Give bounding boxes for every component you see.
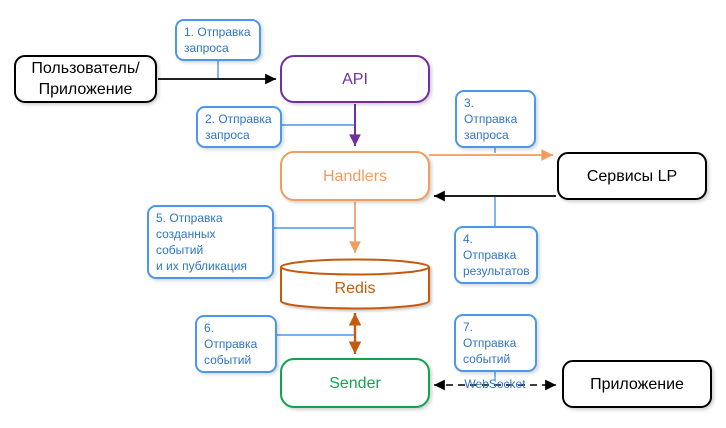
callout-3-send-request: 3. Отправка запроса bbox=[455, 90, 536, 148]
callout-6-send-events: 6. Отправка событий bbox=[195, 315, 277, 373]
websocket-edge-label: WebSocket bbox=[464, 377, 526, 391]
node-app-label: Приложение bbox=[590, 375, 684, 393]
node-app: Приложение bbox=[562, 360, 712, 408]
node-api: API bbox=[280, 55, 430, 103]
node-redis-label: Redis bbox=[334, 280, 376, 297]
callout-7-send-events: 7. Отправка событий bbox=[454, 314, 537, 372]
node-services-lp-label: Сервисы LP bbox=[586, 167, 678, 185]
node-sender: Sender bbox=[280, 358, 430, 408]
node-api-label: API bbox=[342, 70, 368, 88]
node-user-label: Пользователь/ Приложение bbox=[31, 60, 140, 98]
node-sender-label: Sender bbox=[329, 374, 381, 392]
callout-4-send-results: 4. Отправка результатов bbox=[454, 226, 538, 284]
node-user: Пользователь/ Приложение bbox=[14, 55, 157, 103]
redis-cylinder-shape bbox=[280, 258, 430, 310]
node-services-lp: Сервисы LP bbox=[557, 152, 707, 200]
node-redis: Redis bbox=[281, 275, 429, 303]
callout-1-send-request: 1. Отправка запроса bbox=[175, 19, 261, 61]
node-handlers: Handlers bbox=[280, 151, 430, 201]
callout-5-send-created-events: 5. Отправка созданных событий и их публи… bbox=[147, 205, 274, 279]
callout-2-send-request: 2. Отправка запроса bbox=[196, 106, 282, 148]
node-handlers-label: Handlers bbox=[322, 167, 388, 185]
